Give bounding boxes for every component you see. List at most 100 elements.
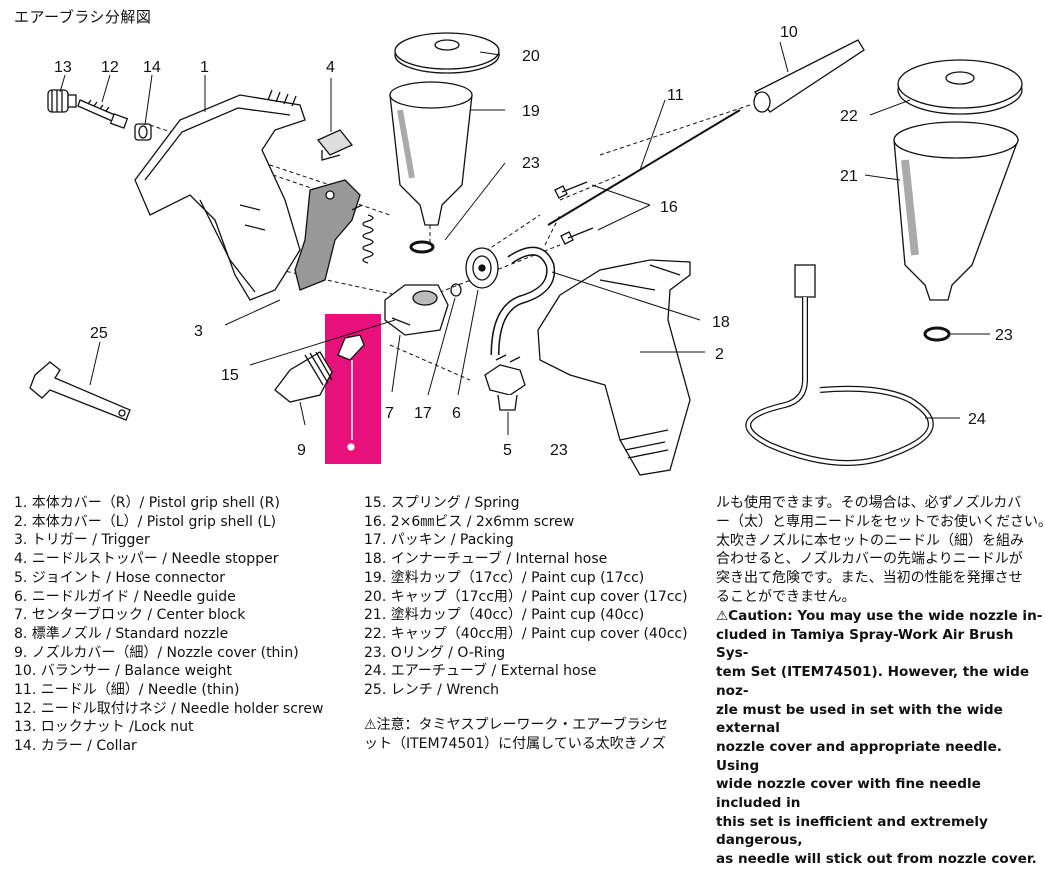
part-17-packing bbox=[450, 283, 462, 297]
callout-23-right: 23 bbox=[995, 327, 1013, 344]
part-21-paint-cup-40cc bbox=[893, 121, 1019, 301]
caution-line: ー（太）と専用ニードルをセットでお使いください。 bbox=[716, 513, 1045, 530]
caution-line: 合わせると、ノズルカバーの先端よりニードルが bbox=[716, 551, 1023, 568]
part-16-screws bbox=[554, 181, 594, 245]
parts-list-item: 21. 塗料カップ（40cc）/ Paint cup (40cc) bbox=[364, 607, 645, 624]
callout-21: 21 bbox=[840, 168, 858, 185]
caution-line: nozzle cover and appropriate needle. Usi… bbox=[716, 738, 1002, 774]
caution-note-en: ⚠Caution: You may use the wide nozzle in… bbox=[716, 607, 1044, 869]
parts-list-item: 7. センターブロック / Center block bbox=[14, 607, 246, 624]
callout-5: 5 bbox=[503, 442, 512, 459]
exploded-diagram: 13 12 14 1 4 10 11 20 19 23 16 18 2 3 15… bbox=[29, 24, 1023, 476]
callout-1: 1 bbox=[200, 59, 209, 76]
part-4-needle-stopper bbox=[316, 129, 354, 161]
parts-list-item: 25. レンチ / Wrench bbox=[364, 682, 500, 699]
callout-22: 22 bbox=[840, 108, 858, 125]
page-title: エアーブラシ分解図 bbox=[14, 8, 152, 26]
caution-line: 太吹きノズルに本セットのニードル（細）を組み bbox=[716, 532, 1024, 549]
parts-list-item: 24. エアーチューブ / External hose bbox=[364, 663, 597, 680]
callout-20: 20 bbox=[522, 48, 540, 65]
caution-note-ja-start: ⚠注意：タミヤスプレーワーク・エアーブラシセ ット（ITEM74501）に付属し… bbox=[364, 716, 704, 754]
callout-17: 17 bbox=[414, 405, 432, 422]
part-3-trigger bbox=[294, 179, 363, 291]
callout-7: 7 bbox=[385, 405, 394, 422]
callout-9: 9 bbox=[297, 442, 306, 459]
caution-line: ることができません。 bbox=[716, 588, 856, 605]
callout-24: 24 bbox=[968, 411, 986, 428]
part-25-wrench bbox=[29, 361, 131, 421]
part-1-grip-shell-r bbox=[134, 89, 306, 301]
callout-23-bottom: 23 bbox=[550, 442, 568, 459]
callout-15: 15 bbox=[221, 367, 239, 384]
parts-list-item: 3. トリガー / Trigger bbox=[14, 532, 150, 549]
parts-list-item: 6. ニードルガイド / Needle guide bbox=[14, 588, 236, 605]
part-14-collar bbox=[134, 123, 152, 141]
callout-19: 19 bbox=[522, 103, 540, 120]
parts-list-item: 12. ニードル取付けネジ / Needle holder screw bbox=[14, 700, 324, 717]
part-10-balance-weight bbox=[753, 39, 865, 113]
parts-list-item: 10. バランサー / Balance weight bbox=[14, 663, 232, 680]
parts-list-item: 17. パッキン / Packing bbox=[364, 532, 514, 549]
parts-list-item: 8. 標準ノズル / Standard nozzle bbox=[14, 625, 229, 642]
callout-16: 16 bbox=[660, 199, 678, 216]
parts-list-item: 20. キャップ（17cc用）/ Paint cup cover (17cc) bbox=[364, 588, 688, 605]
caution-line: 突き出て危険です。また、当初の性能を発揮させ bbox=[716, 570, 1023, 587]
caution-note-ja-cont: ルも使用できます。その場合は、必ずノズルカバ ー（太）と専用ニードルをセットでお… bbox=[716, 494, 1045, 607]
part-13-lock-nut bbox=[47, 89, 77, 113]
part-12-needle-holder-screw bbox=[77, 99, 129, 129]
part-19-paint-cup bbox=[389, 81, 473, 226]
exploded-diagram-page: エアーブラシ分解図 bbox=[14, 8, 1045, 867]
part-20-cup-cover bbox=[394, 32, 500, 74]
callout-25: 25 bbox=[90, 325, 108, 342]
callout-3: 3 bbox=[194, 323, 203, 340]
part-8-standard-nozzle bbox=[337, 334, 365, 361]
callout-6: 6 bbox=[452, 405, 461, 422]
part-24-external-hose bbox=[745, 264, 934, 466]
caution-line: wide nozzle cover with fine needle inclu… bbox=[716, 776, 981, 812]
callout-23-top: 23 bbox=[522, 155, 540, 172]
callout-13: 13 bbox=[54, 59, 72, 76]
callout-11: 11 bbox=[667, 87, 684, 104]
part-5-hose-connector bbox=[484, 354, 526, 411]
callout-numbers: 13 12 14 1 4 10 11 20 19 23 16 18 2 3 15… bbox=[54, 24, 1013, 459]
caution-line: ット（ITEM74501）に付属している太吹きノズ bbox=[364, 736, 666, 752]
caution-line: this set is inefficient and extremely da… bbox=[716, 813, 988, 849]
part-2-grip-shell-l bbox=[537, 259, 691, 476]
parts-list-item: 4. ニードルストッパー / Needle stopper bbox=[14, 551, 279, 568]
parts-list-item: 18. インナーチューブ / Internal hose bbox=[364, 551, 608, 568]
parts-list-item: 11. ニードル（細）/ Needle (thin) bbox=[14, 682, 240, 699]
part-7-center-block bbox=[384, 284, 449, 336]
callout-18: 18 bbox=[712, 314, 730, 331]
part-6-needle-guide bbox=[465, 247, 499, 289]
parts-list-item: 16. 2×6㎜ビス / 2x6mm screw bbox=[364, 513, 575, 530]
caution-line: tem Set (ITEM74501). However, the wide n… bbox=[716, 664, 1030, 699]
parts-list-item: 14. カラー / Collar bbox=[14, 738, 137, 755]
caution-line: zle must be used in set with the wide ex… bbox=[716, 701, 1003, 737]
parts-list-item: 23. Oリング / O-Ring bbox=[364, 644, 506, 661]
leader-lines bbox=[59, 41, 990, 435]
caution-line: ルも使用できます。その場合は、必ずノズルカバ bbox=[716, 495, 1022, 511]
part-11-needle bbox=[547, 109, 741, 226]
caution-line: ⚠Caution: You may use the wide nozzle in… bbox=[716, 608, 1043, 624]
part-15-spring bbox=[362, 214, 374, 264]
caution-line: cluded in Tamiya Spray-Work Air Brush Sy… bbox=[716, 626, 1014, 662]
caution-line: ⚠注意：タミヤスプレーワーク・エアーブラシセ bbox=[364, 717, 669, 733]
callout-14: 14 bbox=[143, 59, 161, 76]
part-23-oring-right bbox=[923, 326, 951, 342]
parts-list-item: 22. キャップ（40cc用）/ Paint cup cover (40cc) bbox=[364, 625, 688, 642]
caution-line: as needle will stick out from nozzle cov… bbox=[716, 851, 1037, 868]
parts-list-item: 15. スプリング / Spring bbox=[364, 495, 520, 511]
parts-list-col1: 1. 本体カバー（R）/ Pistol grip shell (R) 2. 本体… bbox=[14, 494, 323, 756]
parts-list-item: 2. 本体カバー（L）/ Pistol grip shell (L) bbox=[14, 513, 277, 530]
parts-list-item: 9. ノズルカバー（細）/ Nozzle cover (thin) bbox=[14, 644, 299, 661]
callout-12: 12 bbox=[101, 59, 119, 76]
part-22-cup-cover-40cc bbox=[897, 59, 1023, 115]
part-9-nozzle-cover bbox=[274, 351, 333, 403]
parts-list-item: 5. ジョイント / Hose connector bbox=[14, 569, 226, 586]
parts-list-item: 1. 本体カバー（R）/ Pistol grip shell (R) bbox=[14, 495, 280, 511]
parts-list-col2: 15. スプリング / Spring 16. 2×6㎜ビス / 2x6mm sc… bbox=[364, 494, 688, 700]
part-23-oring bbox=[409, 240, 435, 254]
callout-10: 10 bbox=[780, 24, 798, 41]
callout-4: 4 bbox=[326, 59, 335, 76]
parts-list-item: 13. ロックナット /Lock nut bbox=[14, 719, 194, 736]
